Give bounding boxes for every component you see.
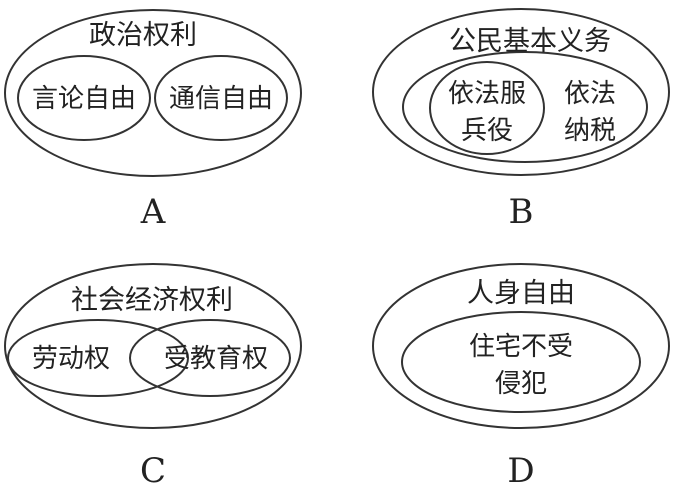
diagram-a-left-ellipse [17, 55, 151, 141]
diagram-c-right-label: 受教育权 [164, 344, 268, 374]
diagram-d-inner-label-line-2: 侵犯 [495, 369, 547, 399]
diagram-d [372, 263, 670, 429]
diagram-a-outer-ellipse [4, 9, 302, 177]
diagram-d-inner-ellipse [401, 311, 641, 413]
diagram-d-caption: D [507, 451, 534, 490]
diagram-a-caption: A [140, 192, 166, 232]
diagram-b-middle-label-line-1: 依法 [564, 79, 616, 109]
diagram-c-outer-ellipse [4, 263, 302, 429]
diagram-a-right-label: 通信自由 [169, 84, 273, 114]
diagram-d-outer-label: 人身自由 [467, 278, 575, 309]
diagram-d-outer-ellipse [372, 263, 670, 429]
diagram-c [4, 263, 302, 429]
diagram-b-middle-label-line-2: 纳税 [564, 116, 616, 146]
diagram-a [4, 9, 302, 177]
diagram-c-outer-label: 社会经济权利 [71, 285, 233, 316]
diagram-c-left-ellipse [7, 319, 189, 397]
diagram-b-middle-ellipse [402, 51, 648, 163]
diagram-a-right-ellipse [154, 55, 288, 141]
diagram-d-inner-label-line-1: 住宅不受 [469, 332, 573, 362]
diagram-c-left-label: 劳动权 [32, 344, 110, 374]
diagram-a-left-label: 言论自由 [32, 84, 136, 114]
diagram-b-inner-label-line-1: 依法服 [448, 79, 526, 109]
diagram-c-right-ellipse [129, 319, 291, 397]
diagram-c-caption: C [140, 451, 166, 490]
diagram-b-caption: B [509, 192, 534, 232]
diagram-b-outer-label: 公民基本义务 [449, 26, 611, 57]
diagram-b-inner-ellipse [429, 61, 545, 155]
diagram-b-outer-ellipse [372, 8, 670, 176]
diagram-b-inner-label-line-2: 兵役 [461, 116, 513, 146]
diagram-a-outer-label: 政治权利 [89, 20, 197, 51]
diagram-b [372, 8, 670, 176]
